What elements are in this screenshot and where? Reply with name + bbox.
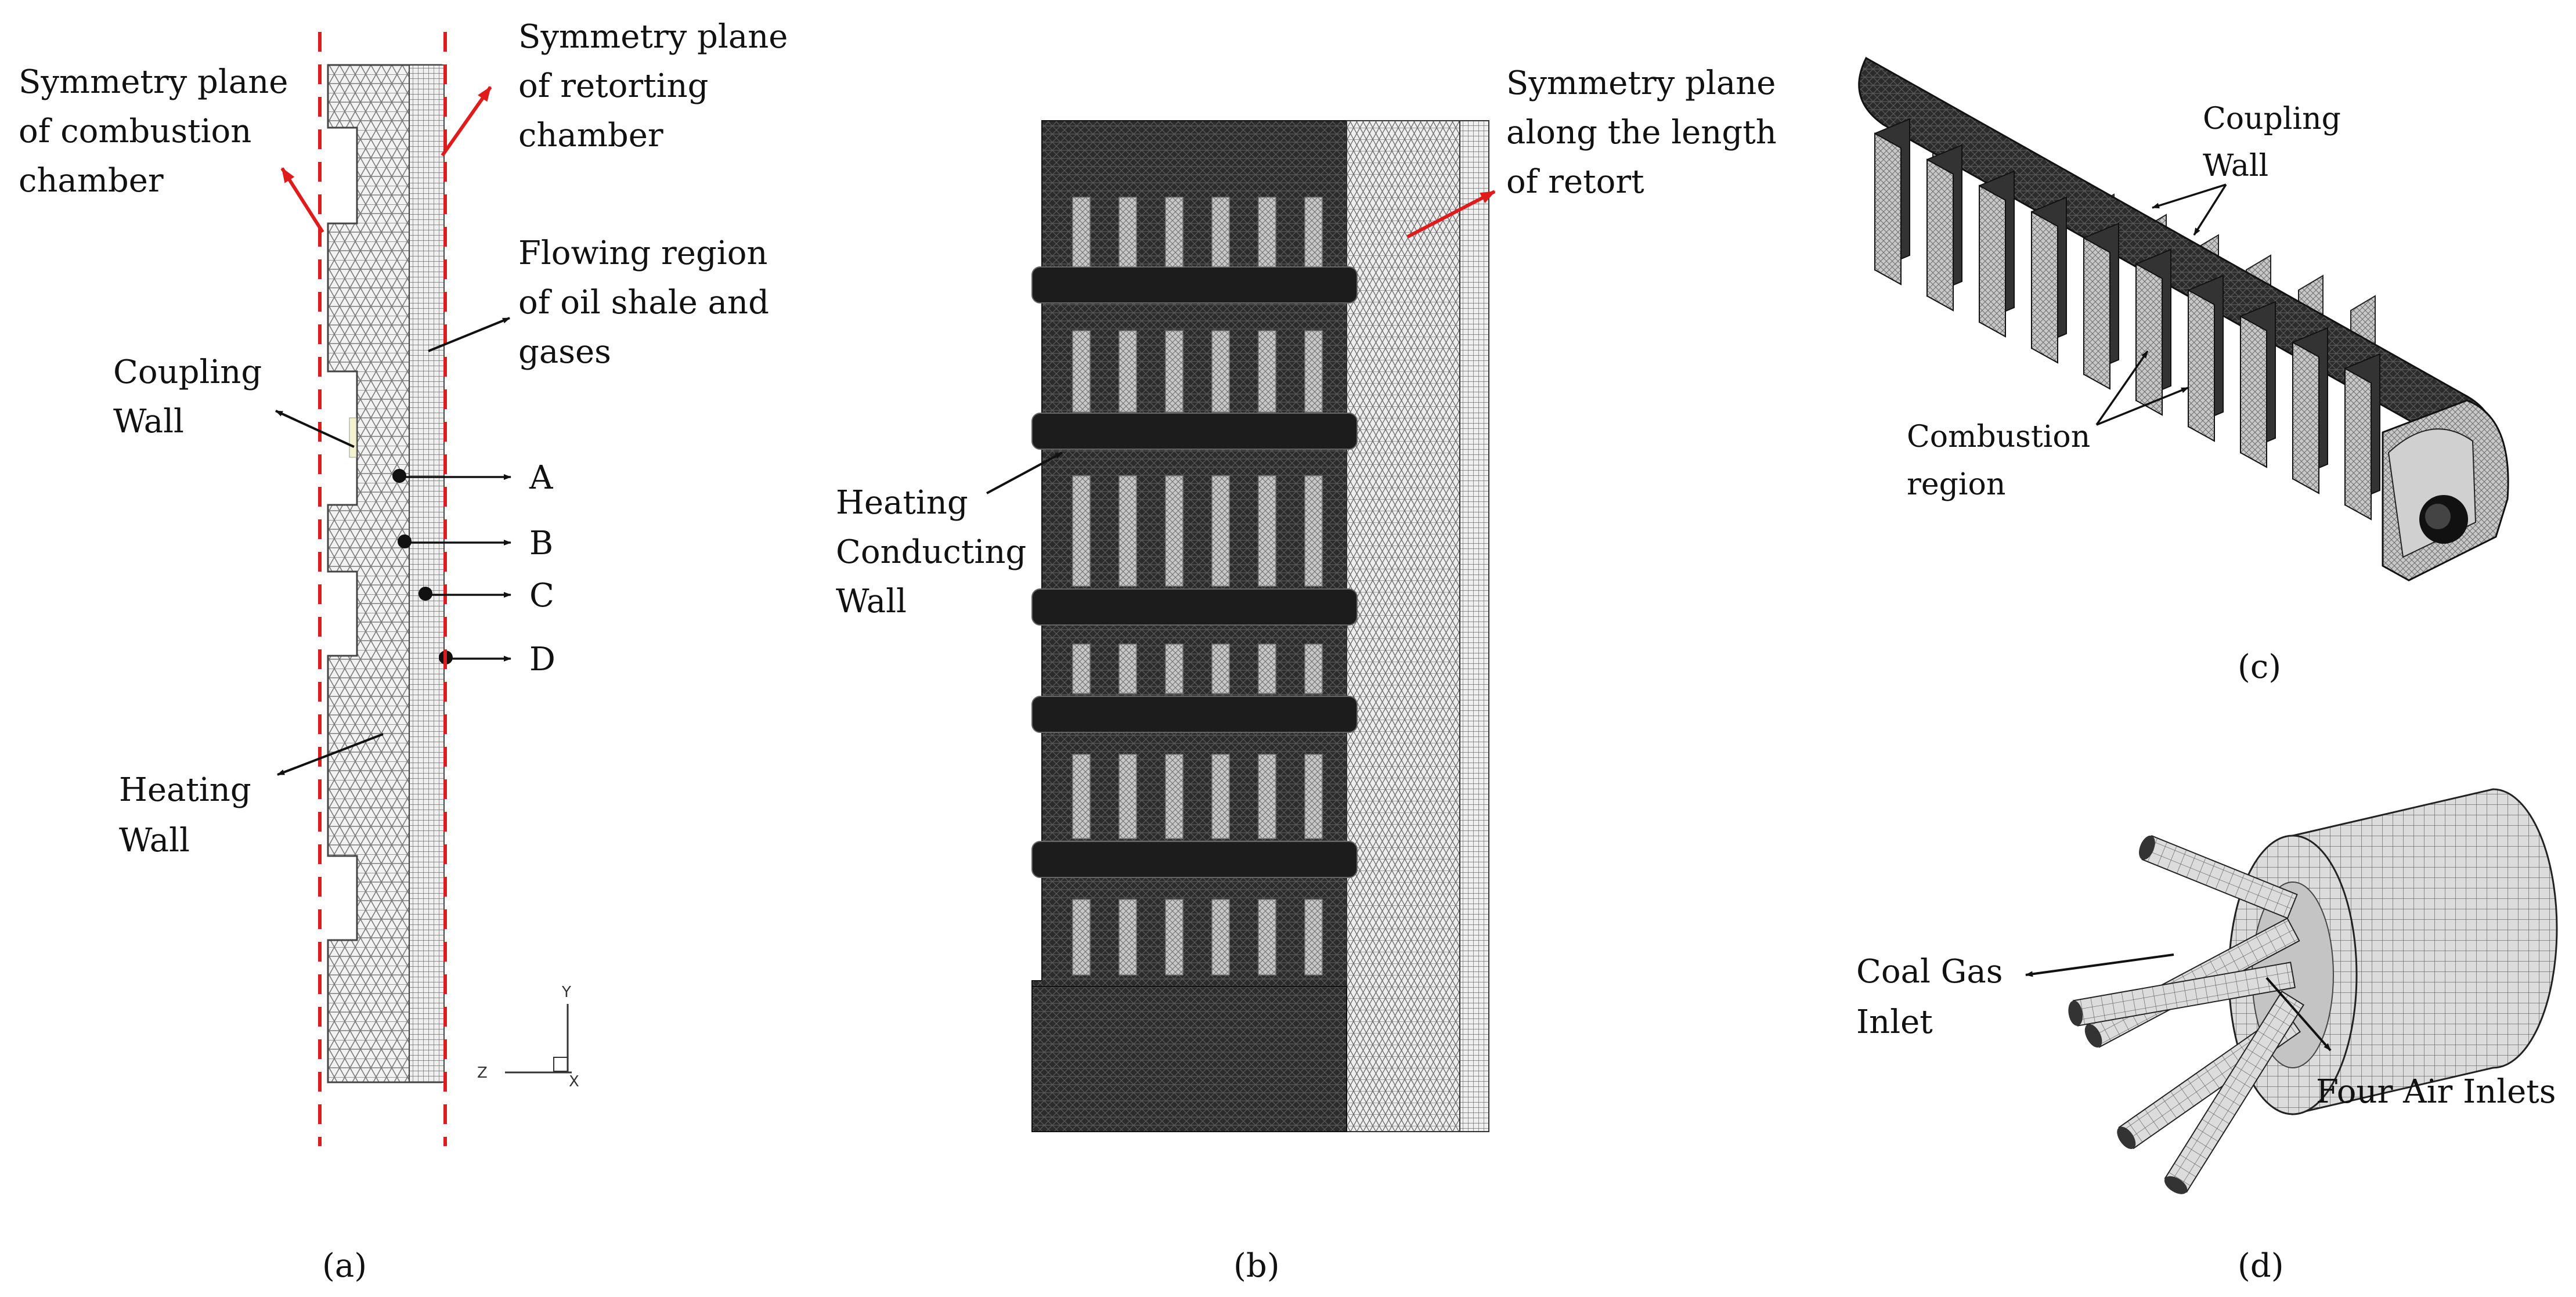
label-symmetry-combustion-l3: chamber <box>19 162 164 200</box>
label-symmetry-retorting-l2: of retorting <box>518 67 708 105</box>
label-flowing-region: Flowing region of oil shale and gases <box>518 234 780 371</box>
label-coupling-wall-a: Coupling Wall <box>113 353 272 440</box>
panel-a: Symmetry plane of combustion chamber Sym… <box>19 18 798 1285</box>
label-symmetry-length-l1: Symmetry plane <box>1506 64 1776 102</box>
label-symmetry-retorting-l3: chamber <box>518 117 663 154</box>
label-combustion-region-l2: region <box>1907 467 2005 502</box>
label-symmetry-combustion-l1: Symmetry plane <box>19 63 288 101</box>
label-coal-gas-inlet: Coal Gas Inlet <box>1856 953 2013 1041</box>
arrow-coal-gas-inlet <box>2025 953 2174 977</box>
label-symmetry-retorting: Symmetry plane of retorting chamber <box>518 18 798 154</box>
mesh-slots <box>1072 197 1323 976</box>
label-heating-conducting-wall: Heating Conducting Wall <box>836 484 1037 620</box>
label-symmetry-length-l2: along the length <box>1506 114 1777 151</box>
axis-triad: Y Z X <box>477 984 579 1090</box>
arrow-coupling-wall-c-1 <box>2152 183 2227 209</box>
heating-conducting-plates <box>1031 266 1358 878</box>
label-heating-wall: Heating Wall <box>119 771 262 859</box>
label-heating-conducting-l3: Wall <box>836 583 907 620</box>
arrow-symmetry-length <box>1406 190 1496 239</box>
panel-b-mesh <box>1031 120 1489 1132</box>
panel-d-mesh <box>2068 788 2558 1194</box>
label-coupling-wall-a-l2: Wall <box>113 403 184 440</box>
label-combustion-region-l1: Combustion <box>1907 420 2090 454</box>
panel-d: Coal Gas Inlet Four Air Inlets (d) <box>1856 788 2558 1285</box>
arrow-symmetry-retorting <box>441 86 492 157</box>
arrow-heating-wall <box>277 733 384 776</box>
label-flowing-region-l3: gases <box>518 333 611 371</box>
label-flowing-region-l1: Flowing region <box>518 234 768 272</box>
label-heating-conducting-l1: Heating <box>836 484 968 522</box>
label-symmetry-length-l3: of retort <box>1506 163 1644 201</box>
arrow-symmetry-combustion <box>280 167 324 233</box>
label-heating-conducting-l2: Conducting <box>836 533 1026 571</box>
axis-label-y: Y <box>561 984 571 1001</box>
label-coupling-wall-c: Coupling Wall <box>2203 102 2350 183</box>
label-coupling-wall-c-l2: Wall <box>2203 149 2268 183</box>
label-heating-wall-l2: Wall <box>119 822 190 859</box>
panel-a-mesh <box>327 64 453 1083</box>
label-symmetry-combustion: Symmetry plane of combustion chamber <box>19 63 298 200</box>
arrow-combustion-region-2 <box>2096 386 2189 426</box>
label-heating-wall-l1: Heating <box>119 771 251 809</box>
label-point-c: C <box>529 577 554 615</box>
label-flowing-region-l2: of oil shale and <box>518 284 769 321</box>
caption-b: (b) <box>1233 1247 1280 1285</box>
arrow-combustion-region-1 <box>2095 351 2149 425</box>
panel-c: Coupling Wall Combustion region (c) <box>1858 56 2509 686</box>
caption-d: (d) <box>2238 1247 2284 1285</box>
label-point-a: A <box>529 459 553 497</box>
arrow-heating-conducting-wall <box>986 451 1063 494</box>
caption-a: (a) <box>322 1247 367 1285</box>
label-point-b: B <box>529 525 553 562</box>
arrow-flowing-region <box>428 317 510 352</box>
air-inlet-tubes <box>2068 835 2305 1194</box>
label-combustion-region: Combustion region <box>1907 420 2100 502</box>
label-coupling-wall-c-l1: Coupling <box>2203 102 2341 136</box>
label-four-air-inlets: Four Air Inlets <box>2316 1073 2556 1111</box>
label-point-d: D <box>529 641 555 678</box>
label-coupling-wall-a-l1: Coupling <box>113 353 262 391</box>
label-coal-gas-inlet-l2: Inlet <box>1856 1003 1933 1041</box>
axis-label-x: X <box>569 1073 579 1090</box>
arrow-coupling-wall-a <box>275 410 355 448</box>
label-symmetry-retorting-l1: Symmetry plane <box>518 18 788 56</box>
panel-b: Symmetry plane along the length of retor… <box>836 64 1787 1285</box>
label-coal-gas-inlet-l1: Coal Gas <box>1856 953 2003 991</box>
label-symmetry-combustion-l2: of combustion <box>19 113 251 150</box>
arrow-coupling-wall-c-2 <box>2193 184 2227 236</box>
caption-c: (c) <box>2238 648 2281 686</box>
label-symmetry-length: Symmetry plane along the length of retor… <box>1506 64 1787 201</box>
arrow-four-air-inlets <box>2265 977 2332 1052</box>
panel-c-mesh <box>1858 56 2509 581</box>
axis-label-z: Z <box>477 1064 488 1082</box>
